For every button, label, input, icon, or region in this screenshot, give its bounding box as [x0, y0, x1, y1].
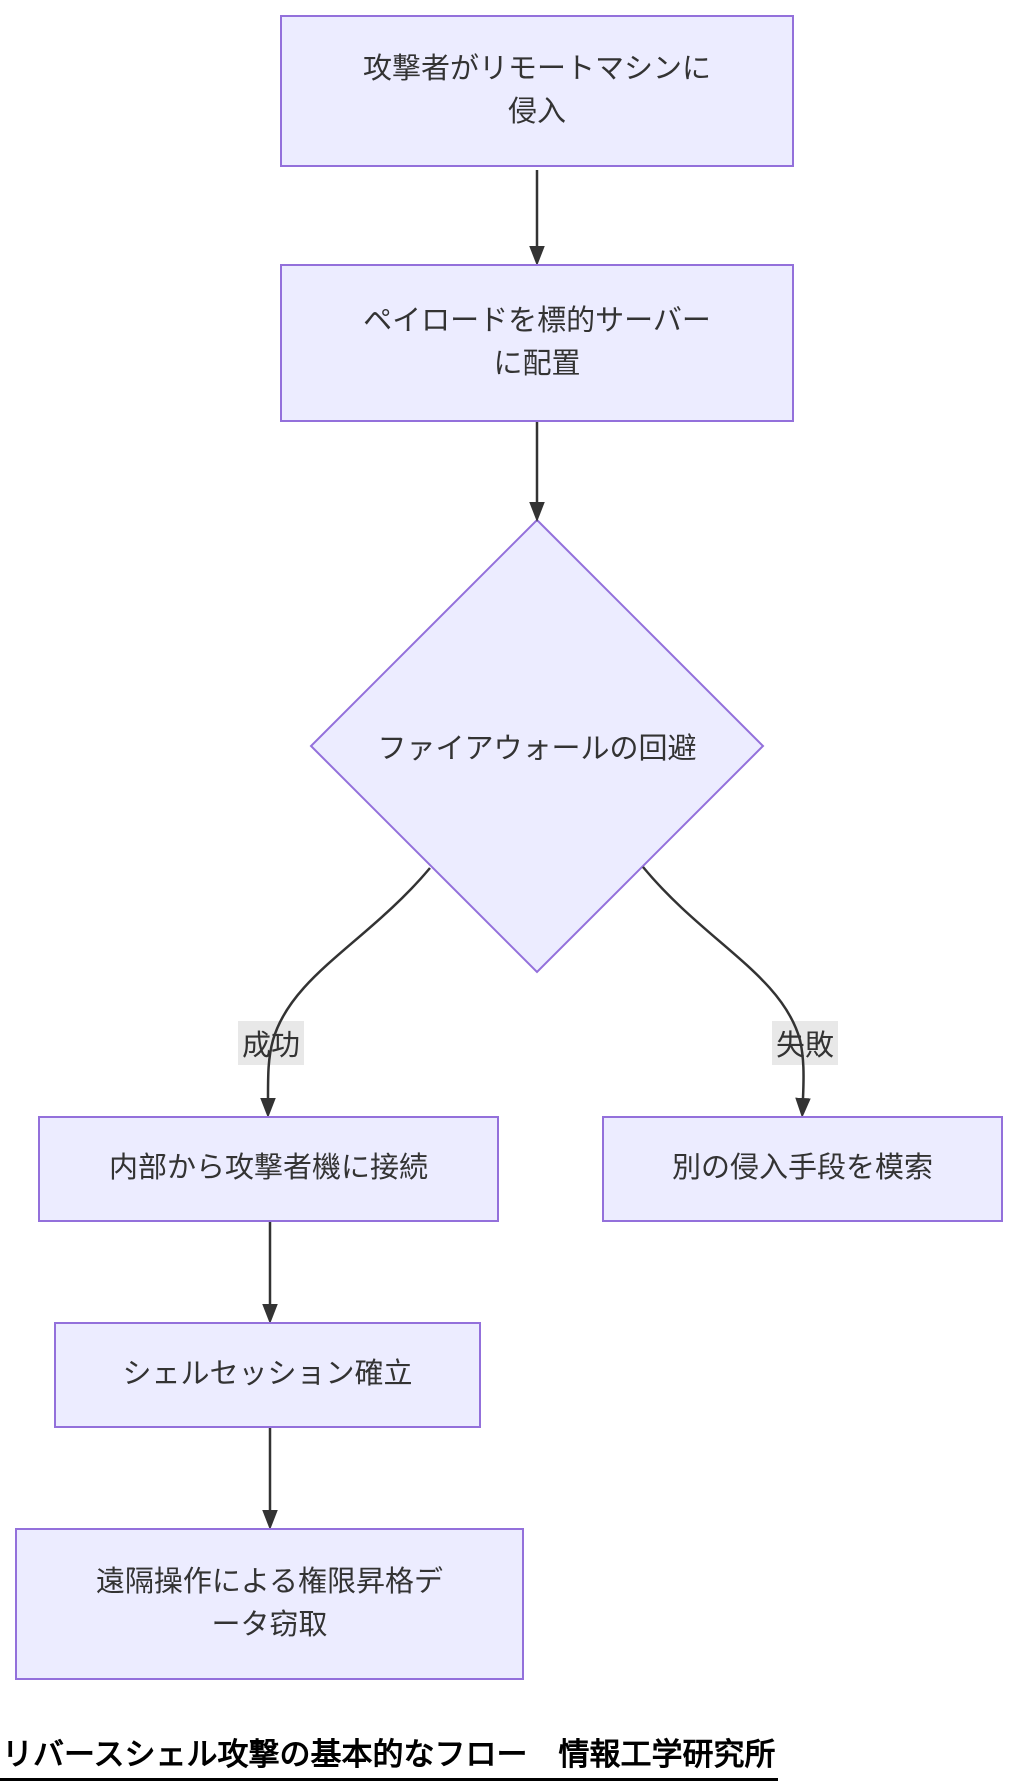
- node-alternative-means: 別の侵入手段を模索: [602, 1116, 1003, 1222]
- edge-label-success: 成功: [241, 1030, 300, 1062]
- node-shell-session: シェルセッション確立: [54, 1322, 481, 1428]
- node-payload-placement: ペイロードを標的サーバー に配置: [280, 264, 794, 422]
- node-attacker-intrusion-label: 攻撃者がリモートマシンに 侵入: [362, 52, 711, 129]
- edge-firewall-to-connect: [260, 867, 431, 1118]
- decision-firewall-bypass-label: ファイアウォールの回避: [377, 733, 697, 765]
- diagram-caption: リバースシェル攻撃の基本的なフロー 情報工学研究所: [0, 1736, 779, 1782]
- edge-firewall-to-alternative: [642, 866, 811, 1118]
- node-shell-session-label: シェルセッション確立: [122, 1358, 413, 1391]
- edge-label-failure: 失敗: [775, 1030, 834, 1062]
- node-payload-placement-label: ペイロードを標的サーバー に配置: [363, 304, 711, 381]
- node-attacker-intrusion: 攻撃者がリモートマシンに 侵入: [280, 15, 794, 167]
- decision-diamond-shape: [309, 518, 765, 974]
- node-internal-connect-label: 内部から攻撃者機に接続: [108, 1152, 428, 1185]
- failure-label-bg: [772, 1021, 838, 1065]
- node-alternative-means-label: 別の侵入手段を模索: [671, 1152, 933, 1185]
- node-privilege-escalation-label: 遠隔操作による権限昇格デ ータ窃取: [95, 1565, 444, 1642]
- node-privilege-escalation: 遠隔操作による権限昇格デ ータ窃取: [15, 1528, 524, 1680]
- node-internal-connect: 内部から攻撃者機に接続: [38, 1116, 499, 1222]
